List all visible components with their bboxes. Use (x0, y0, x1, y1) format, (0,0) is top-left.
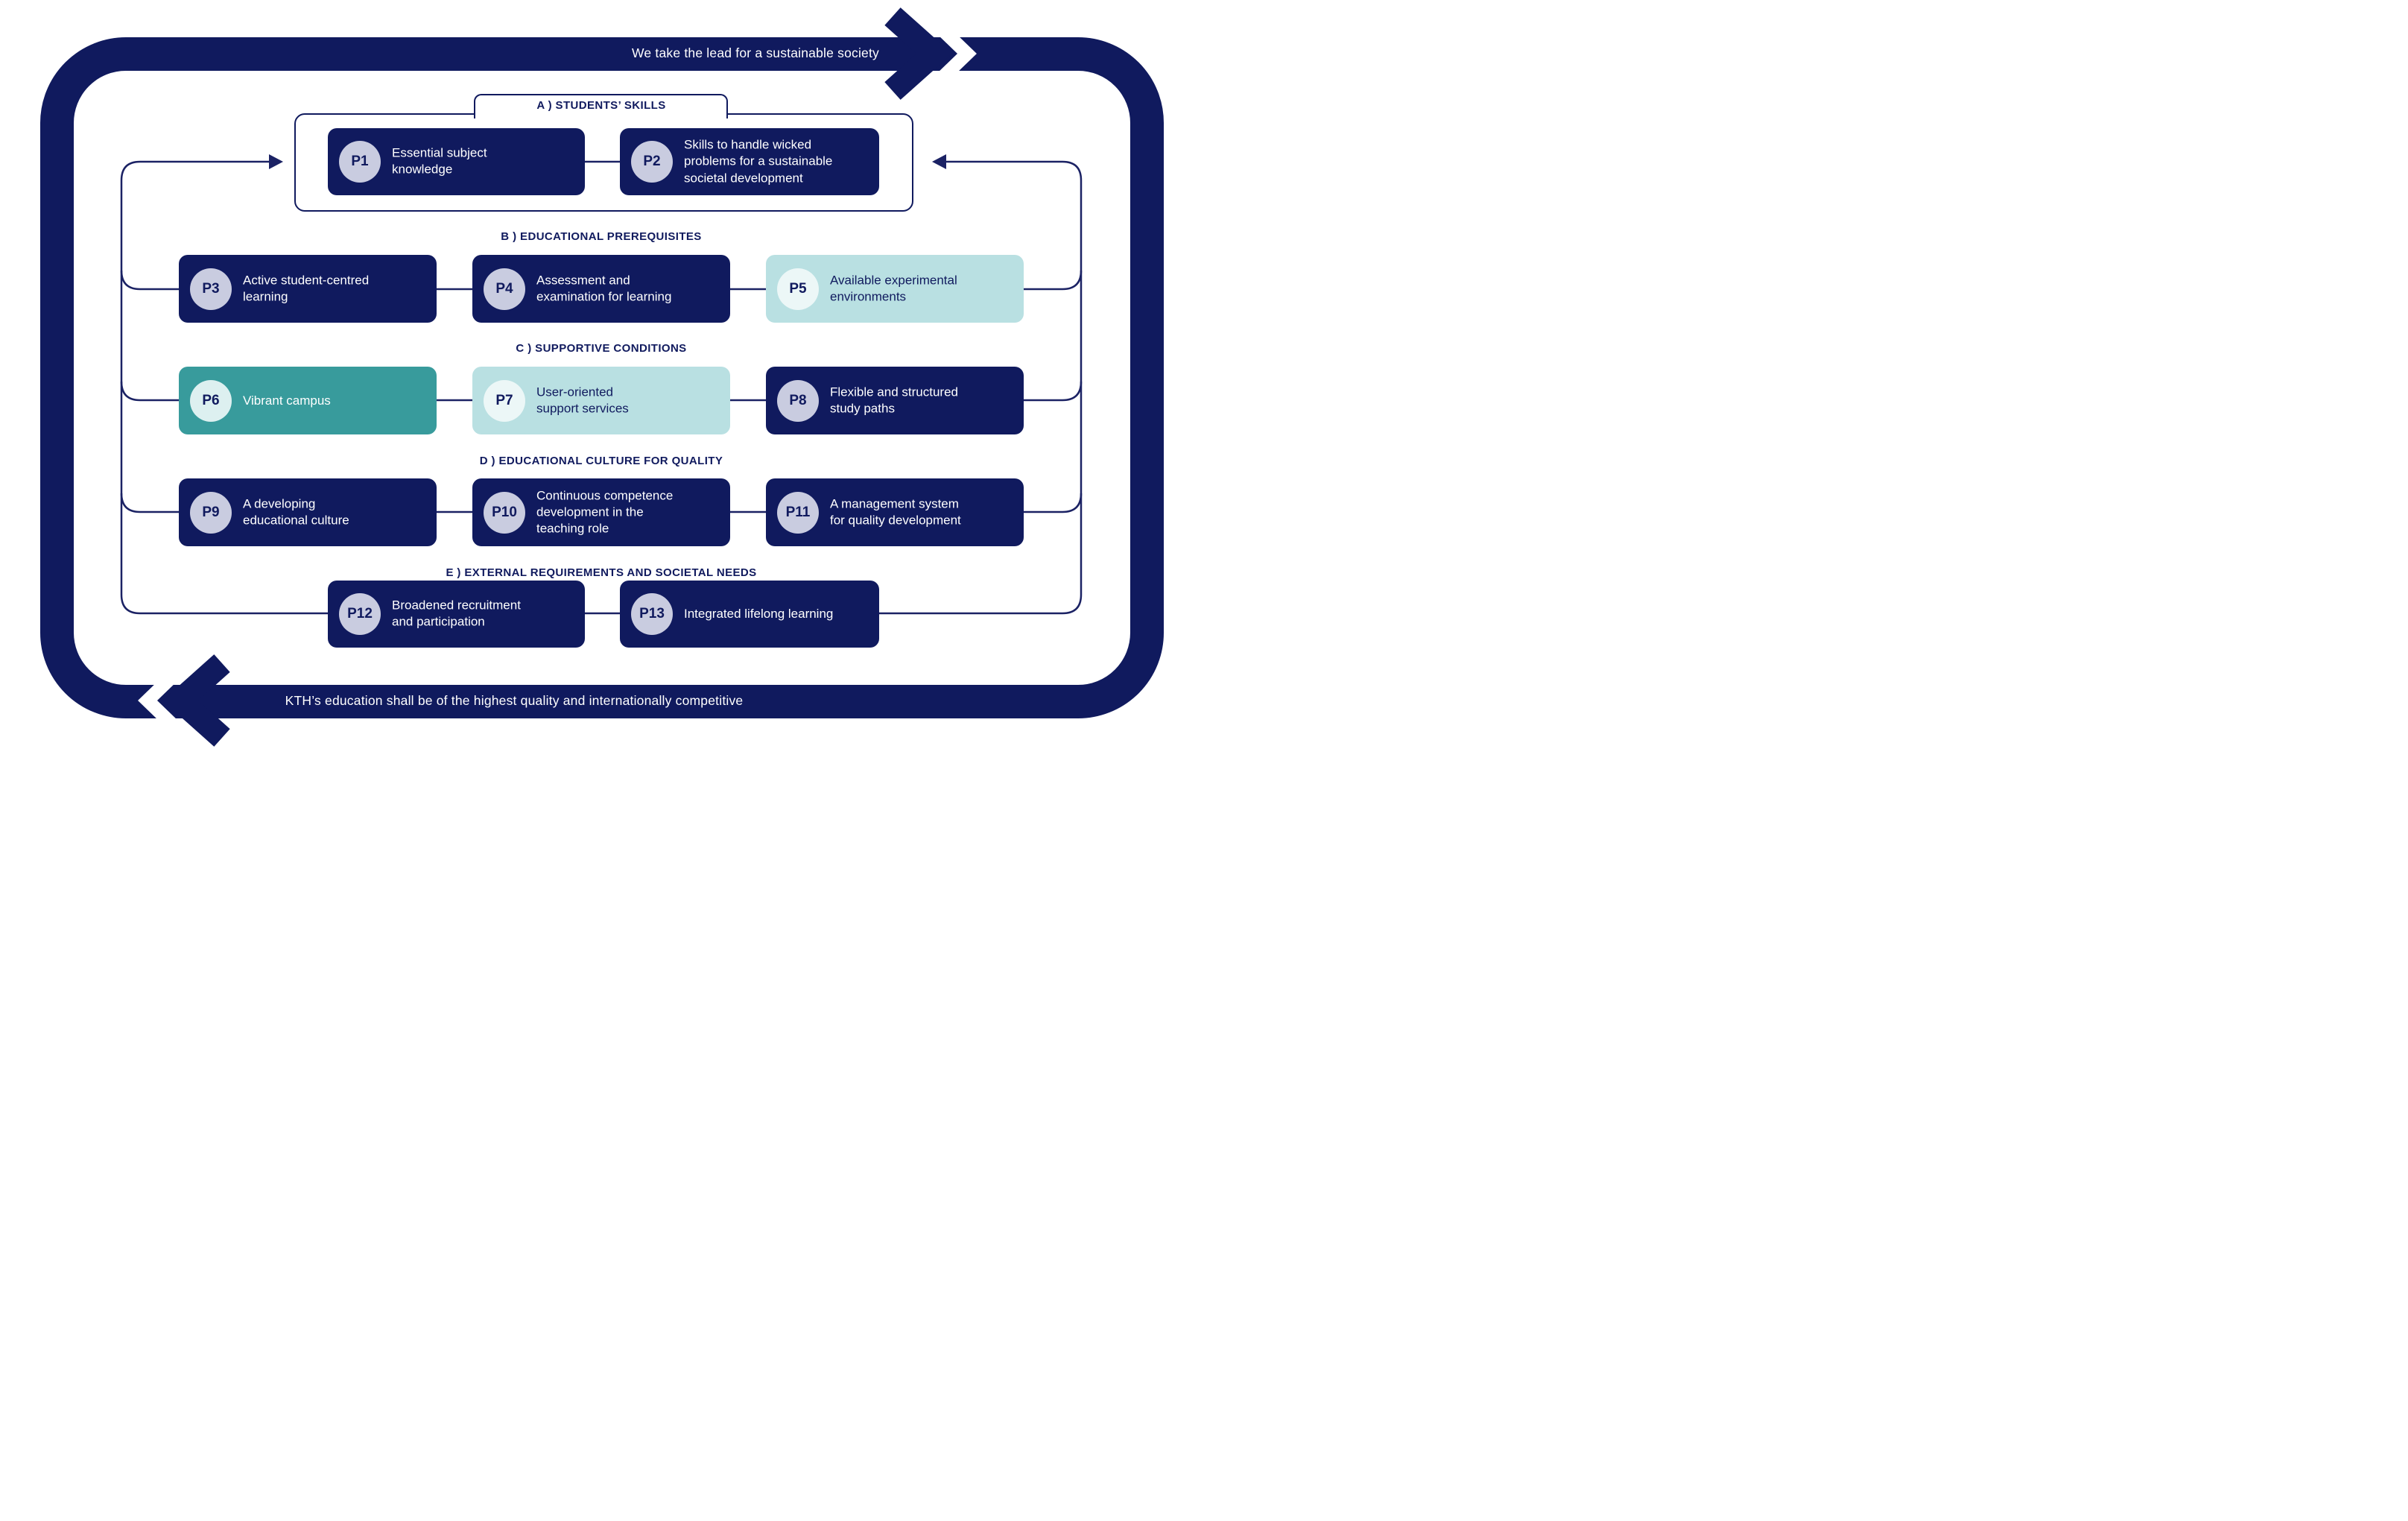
p10-badge: P10 (484, 491, 525, 534)
p2-text: Skills to handle wicked problems for a s… (684, 137, 833, 186)
p7-text: User-oriented support services (536, 385, 629, 416)
box-p9: P9 A developing educational culture (179, 478, 437, 546)
p8-badge: P8 (777, 379, 819, 422)
p11-badge: P11 (777, 491, 819, 534)
top-banner-text: We take the lead for a sustainable socie… (631, 45, 879, 60)
p3-text: Active student-centred learning (243, 273, 370, 304)
section-e-label: E ) EXTERNAL REQUIREMENTS AND SOCIETAL N… (446, 566, 757, 579)
p12-badge: P12 (339, 593, 381, 635)
p5-badge: P5 (777, 268, 819, 310)
box-p8: P8 Flexible and structured study paths (766, 367, 1024, 434)
p9-badge: P9 (190, 491, 232, 534)
p10-text: Continuous competence development in the… (536, 487, 674, 536)
p13-badge: P13 (631, 593, 673, 635)
section-a-label: A ) STUDENTS’ SKILLS (536, 99, 666, 112)
p6-badge: P6 (190, 379, 232, 422)
p6-text: Vibrant campus (243, 393, 331, 408)
section-a-tab (474, 94, 728, 118)
box-p2: P2 Skills to handle wicked problems for … (620, 128, 879, 195)
p1-badge: P1 (339, 141, 381, 183)
p12-text: Broadened recruitment and participation (392, 598, 521, 629)
box-p5: P5 Available experimental environments (766, 255, 1024, 323)
p4-text: Assessment and examination for learning (536, 273, 672, 304)
box-p11: P11 A management system for quality deve… (766, 478, 1024, 546)
kth-education-quality-diagram: We take the lead for a sustainable socie… (0, 0, 1204, 760)
box-p1: P1 Essential subject knowledge (328, 128, 585, 195)
p9-text: A developing educational culture (243, 496, 349, 528)
box-p7: P7 User-oriented support services (472, 367, 730, 434)
p11-text: A management system for quality developm… (830, 496, 961, 528)
box-p10: P10 Continuous competence development in… (472, 478, 730, 546)
box-p12: P12 Broadened recruitment and participat… (328, 581, 585, 648)
section-d-label: D ) EDUCATIONAL CULTURE FOR QUALITY (479, 455, 723, 467)
box-p13: P13 Integrated lifelong learning (620, 581, 879, 648)
p1-text: Essential subject knowledge (392, 145, 487, 177)
p7-badge: P7 (484, 379, 525, 422)
box-p3: P3 Active student-centred learning (179, 255, 437, 323)
p13-text: Integrated lifelong learning (684, 606, 834, 621)
p2-badge: P2 (631, 141, 673, 183)
p8-text: Flexible and structured study paths (830, 385, 958, 416)
section-b-label: B ) EDUCATIONAL PREREQUISITES (501, 230, 702, 243)
p4-badge: P4 (484, 268, 525, 310)
p3-badge: P3 (190, 268, 232, 310)
box-p4: P4 Assessment and examination for learni… (472, 255, 730, 323)
p5-text: Available experimental environments (830, 273, 957, 304)
bottom-banner-text: KTH’s education shall be of the highest … (285, 693, 744, 708)
section-c-label: C ) SUPPORTIVE CONDITIONS (516, 342, 687, 355)
box-p6: P6 Vibrant campus (179, 367, 437, 434)
